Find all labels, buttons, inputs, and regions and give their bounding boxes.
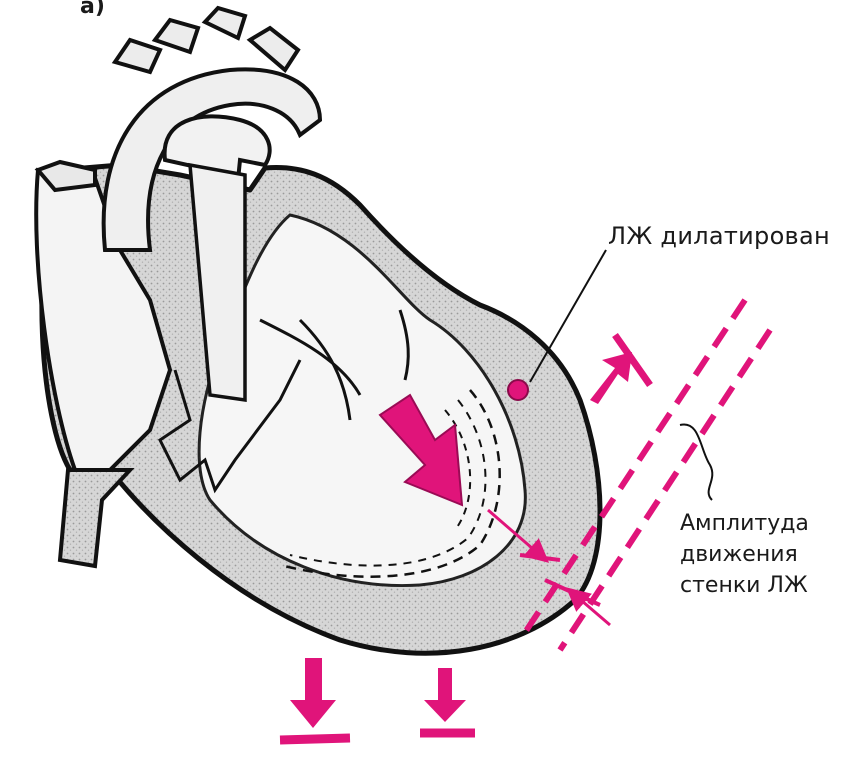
lv-leader-line bbox=[530, 250, 606, 382]
lv-marker-dot bbox=[508, 380, 528, 400]
panel-label: а) bbox=[80, 0, 105, 19]
arch-vessel-4 bbox=[250, 28, 298, 70]
arch-vessel-2 bbox=[155, 20, 198, 52]
amplitude-label-line-3: стенки ЛЖ bbox=[680, 570, 850, 601]
amplitude-label: Амплитуда движения стенки ЛЖ bbox=[680, 508, 850, 601]
arch-vessel-3 bbox=[205, 8, 245, 38]
bottom-arrow-right bbox=[424, 668, 466, 722]
amplitude-label-line-1: Амплитуда bbox=[680, 508, 850, 539]
lv-dilated-label: ЛЖ дилатирован bbox=[608, 222, 830, 250]
bottom-arrow-left bbox=[290, 658, 336, 728]
bottom-bar-left bbox=[280, 738, 350, 740]
arch-vessel-1 bbox=[115, 40, 160, 72]
wall-motion-arrow-right bbox=[590, 352, 632, 404]
amplitude-label-line-2: движения bbox=[680, 539, 850, 570]
